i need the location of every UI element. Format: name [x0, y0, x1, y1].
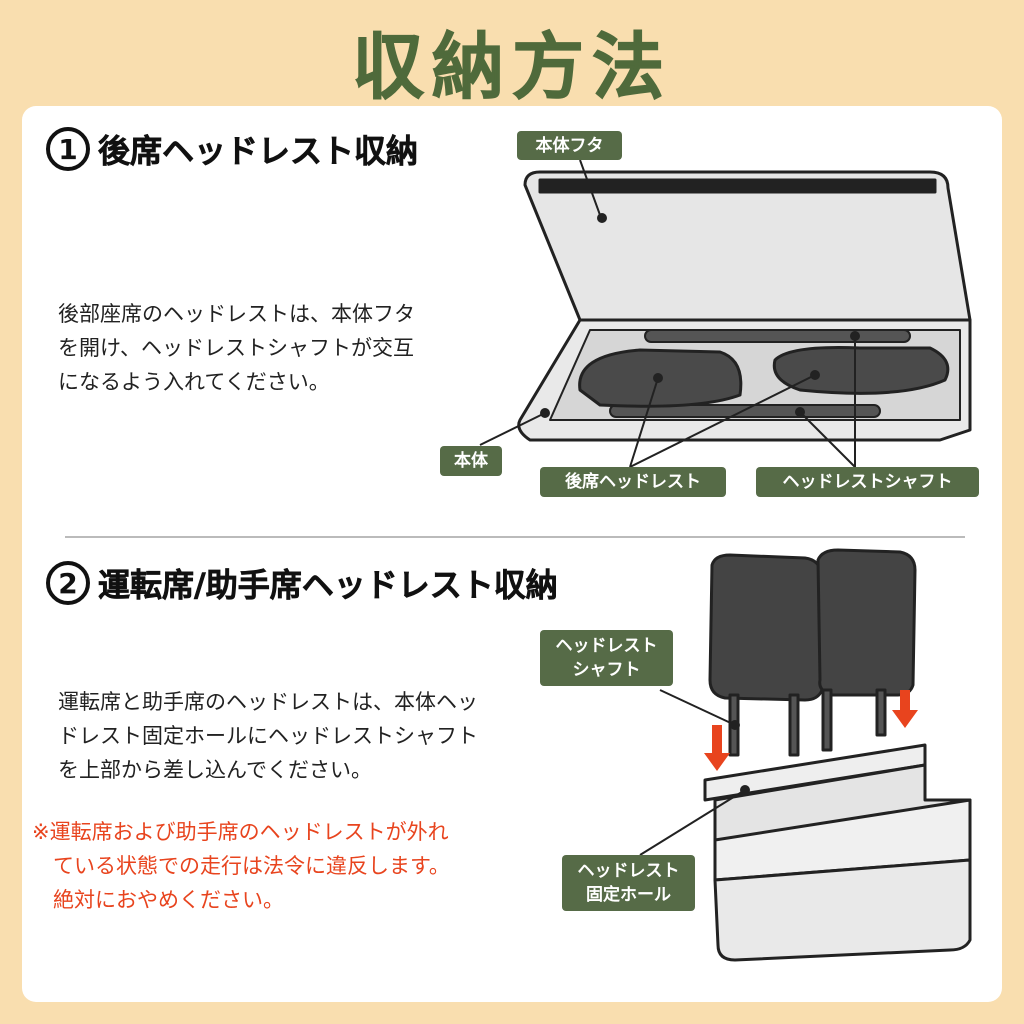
label-rear-headrest: 後席ヘッドレスト	[540, 467, 726, 497]
section2-body: 運転席と助手席のヘッドレストは、本体ヘッ ドレスト固定ホールにヘッドレストシャフ…	[58, 690, 478, 782]
section2-heading: 2 運転席/助手席ヘッドレスト収納	[46, 560, 558, 606]
label-body: 本体	[440, 446, 502, 476]
section1-body: 後部座席のヘッドレストは、本体フタ を開け、ヘッドレストシャフトが交互 になるよ…	[58, 302, 415, 394]
warning-note: ※運転席および助手席のヘッドレストが外れ ている状態での走行は法令に違反します。…	[32, 820, 450, 912]
leader-lines	[479, 159, 860, 468]
storage-box-open-illustration	[517, 170, 972, 442]
insert-arrow-icons	[704, 690, 918, 771]
section1-title: 後席ヘッドレスト収納	[98, 132, 419, 171]
step-number-2: 2	[46, 561, 90, 605]
page-title: 収納方法	[351, 25, 672, 110]
label-shaft: ヘッドレストシャフト	[756, 467, 979, 497]
headrest-box-illustration	[703, 548, 972, 962]
section2-title: 運転席/助手席ヘッドレスト収納	[98, 566, 558, 605]
section1-heading: 1 後席ヘッドレスト収納	[46, 126, 418, 172]
label-lid: 本体フタ	[517, 131, 622, 160]
label-fixing-hole: ヘッドレスト 固定ホール	[562, 855, 695, 911]
section-divider	[65, 536, 965, 538]
step-number-1: 1	[46, 127, 90, 171]
leader-lines-2	[639, 689, 750, 856]
label-shaft-2: ヘッドレスト シャフト	[540, 630, 673, 686]
